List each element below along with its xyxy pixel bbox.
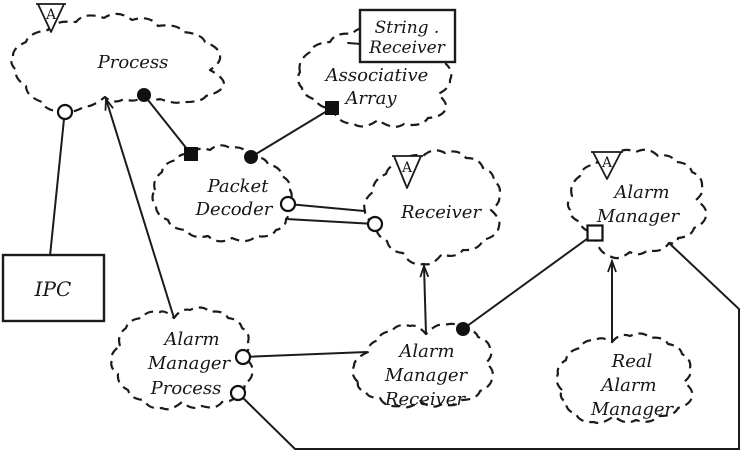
real-alarm-manager-label-line1: Real [611,351,653,372]
associative-array-label-line1: Associative [324,65,429,86]
edge-process-ipc [49,118,65,257]
alarm-manager-process-label-line2: Manager [147,353,232,374]
ipc-rect [1,253,106,323]
string-receiver-rect [358,8,457,64]
receiver-label: Receiver [400,202,483,223]
filled-square-packet-decoder-end [184,147,198,161]
process-abstract-marker-icon: A [36,3,66,33]
open-circle-alarm-manager-process-upper [234,348,252,366]
alarm-manager-process-label-line3: Process [150,378,222,399]
edge-process-packet-decoder [143,94,192,155]
alarm-manager-receiver-cloud [351,322,494,409]
open-circle-receiver-end [366,215,384,233]
real-alarm-manager-cloud [555,332,694,425]
receiver-abstract-marker-icon: A [392,155,423,189]
string-receiver-label-line2: Receiver [368,38,446,58]
alarm-manager-process-cloud [110,306,254,411]
open-square-alarm-manager-end [586,224,604,242]
string-receiver-label-line1: String . [375,18,440,38]
edge-alarm-manager-process-to-alarm-manager-bottom-route [237,242,740,450]
process-label: Process [97,52,169,73]
edge-alarm-manager-receiver-to-alarm-manager [462,235,592,330]
alarm-manager-receiver-label-line1: Alarm [397,341,454,362]
packet-decoder-label-line2: Decoder [195,199,274,220]
edge-packet-decoder-receiver-lower [285,218,376,225]
filled-circle-process-end [137,88,151,102]
receiver-cloud [363,149,502,266]
edge-packet-decoder-receiver-upper [287,203,365,212]
alarm-manager-receiver-label-line2: Manager [384,365,469,386]
real-alarm-manager-label-line2: Alarm [599,375,656,396]
alarm-manager-process-label-line1: Alarm [162,329,219,350]
open-circle-process-end [56,103,74,121]
associative-array-label-line2: Array [343,88,397,109]
edge-alarm-manager-process-to-alarm-manager-receiver [242,351,368,358]
filled-circle-packet-decoder-end [244,150,258,164]
edge-alarm-manager-receiver-to-receiver [419,263,430,335]
alarm-manager-cloud [566,148,708,260]
cloud-labels: Process Associative Array Packet Decoder… [97,52,681,420]
relationship-edges [49,42,740,450]
alarm-manager-label-line2: Manager [596,206,681,227]
alarm-manager-abstract-letter: A [601,155,613,171]
real-alarm-manager-label-line3: Manager [590,399,675,420]
alarm-manager-label-line1: Alarm [612,182,669,203]
ipc-label: IPC [34,277,72,301]
alarm-manager-abstract-marker-icon: A [591,151,623,180]
open-circle-alarm-manager-process-lower [229,384,247,402]
alarm-manager-receiver-label-line3: Receiver [384,389,467,410]
edge-endpoint-glyphs [56,88,604,402]
cloud-outlines [10,12,708,425]
process-abstract-letter: A [45,7,57,23]
node-string-receiver-box: String . Receiver [358,8,457,64]
edge-alarm-manager-process-to-process [104,96,175,319]
open-circle-packet-decoder-end [279,195,297,213]
packet-decoder-label-line1: Packet [207,176,270,197]
receiver-abstract-letter: A [401,160,413,176]
filled-square-associative-array-end [325,101,339,115]
filled-circle-alarm-manager-receiver-end [456,322,470,336]
node-ipc-box: IPC [1,253,106,323]
edge-packet-decoder-associative-array [250,107,333,158]
